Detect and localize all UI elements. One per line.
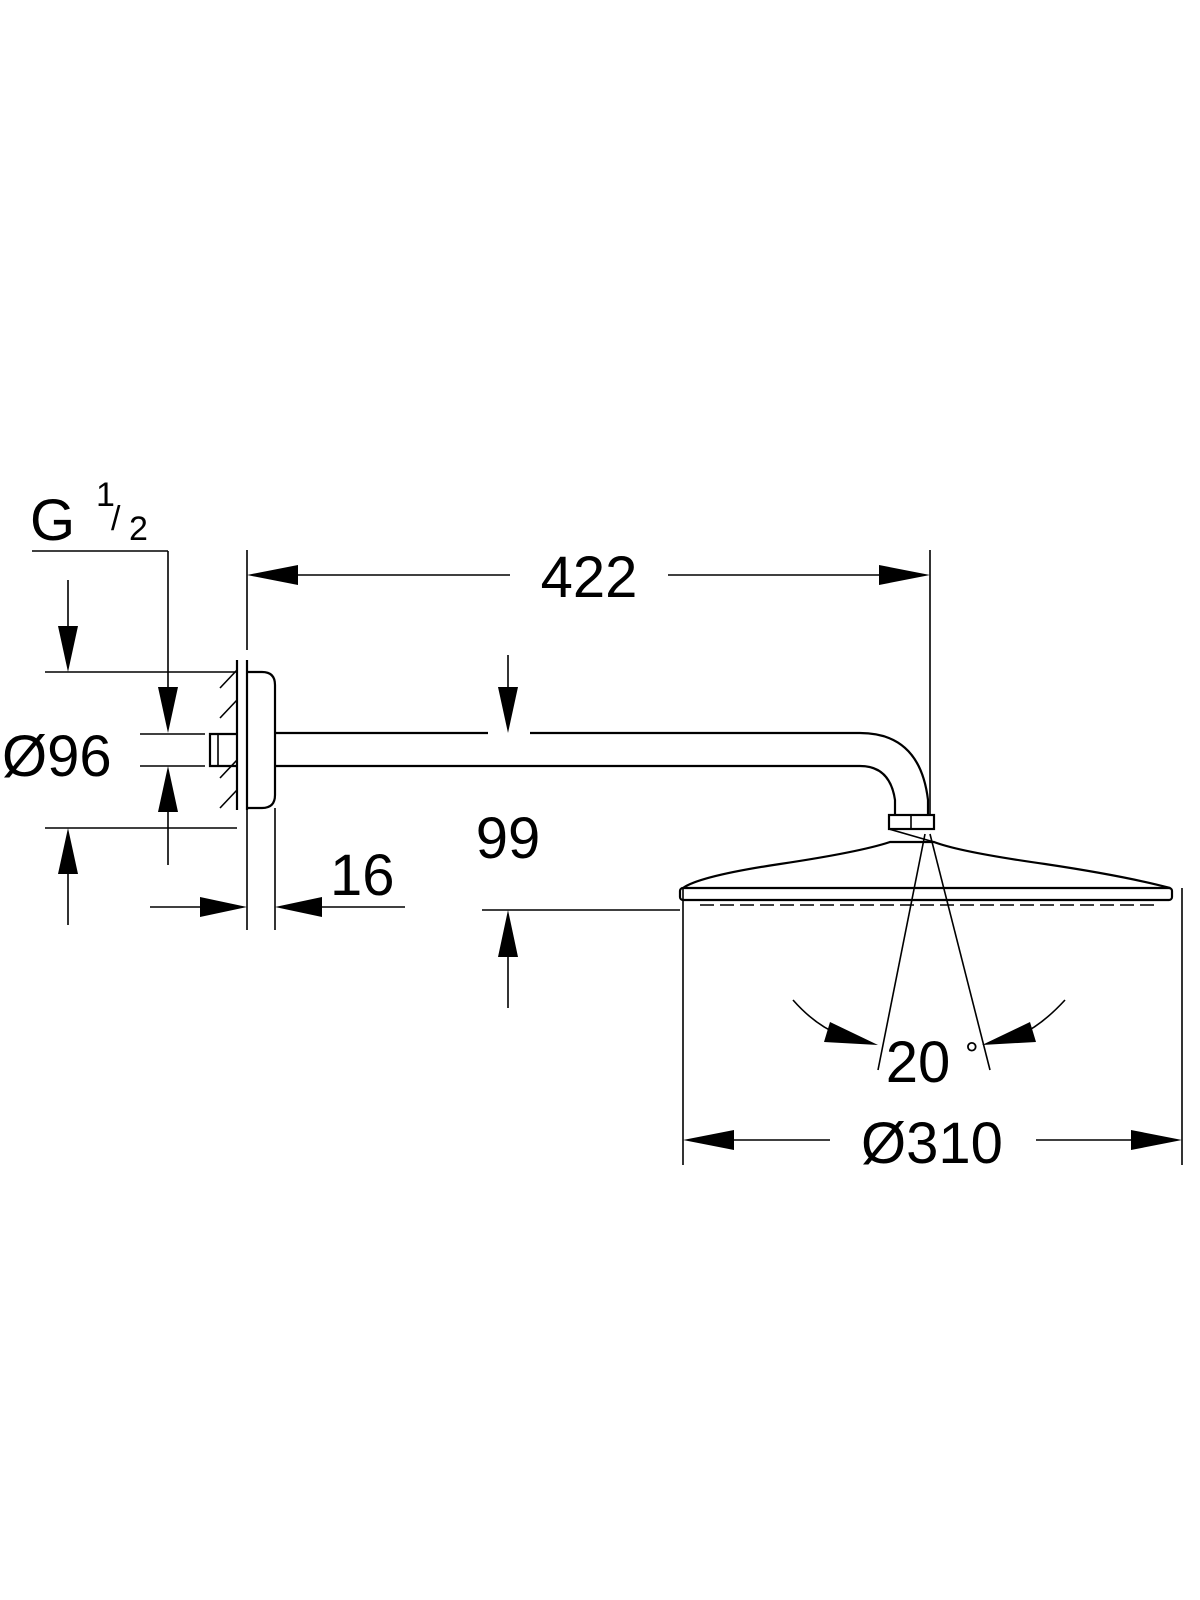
shower-head — [678, 813, 1174, 906]
dim-flange-depth: 16 — [150, 808, 405, 930]
dim-thread: G 1 / 2 — [30, 476, 178, 733]
arrowhead-right-icon — [200, 897, 247, 917]
arrowhead-left-icon — [247, 565, 298, 585]
dim-flange-depth-label: 16 — [330, 843, 395, 908]
arrowhead-up-icon — [58, 828, 78, 874]
dim-flange-diameter-label: Ø96 — [2, 724, 112, 789]
arrowhead-right-icon — [1131, 1130, 1182, 1150]
arrowhead-left-icon — [982, 1022, 1036, 1045]
arrowhead-right-icon — [879, 565, 930, 585]
dim-head-diameter: Ø310 — [682, 888, 1183, 1176]
dim-head-diameter-label: Ø310 — [861, 1111, 1003, 1176]
arrowhead-down-icon — [58, 626, 78, 672]
dim-tilt-angle-unit: ° — [965, 1036, 979, 1074]
dim-arm-length: 422 — [246, 545, 931, 815]
thread-arrowhead-icon — [158, 687, 178, 733]
thread-slash: / — [111, 500, 121, 538]
dim-tilt-angle-value: 20 — [886, 1030, 951, 1095]
arrowhead-right-icon — [824, 1022, 878, 1045]
arrowhead-left-icon — [683, 1130, 734, 1150]
dim-flange-diameter: Ø96 — [2, 580, 237, 925]
dim-drop-height: 99 — [476, 655, 680, 1008]
shower-arm — [275, 731, 930, 815]
arrowhead-left-icon — [275, 897, 322, 917]
dim-drop-height-label: 99 — [476, 806, 541, 871]
dim-arm-bracket — [140, 733, 205, 865]
dim-arm-length-label: 422 — [541, 545, 638, 610]
arrowhead-up-icon — [498, 910, 518, 957]
arrowhead-down-icon — [498, 687, 518, 733]
dim-tilt-angle: 20 ° — [792, 833, 1066, 1095]
thread-numerator: 1 — [96, 476, 115, 514]
arrowhead-up-icon — [158, 766, 178, 812]
wall-flange — [208, 660, 277, 810]
thread-letter: G — [30, 488, 75, 553]
thread-denominator: 2 — [129, 510, 148, 548]
